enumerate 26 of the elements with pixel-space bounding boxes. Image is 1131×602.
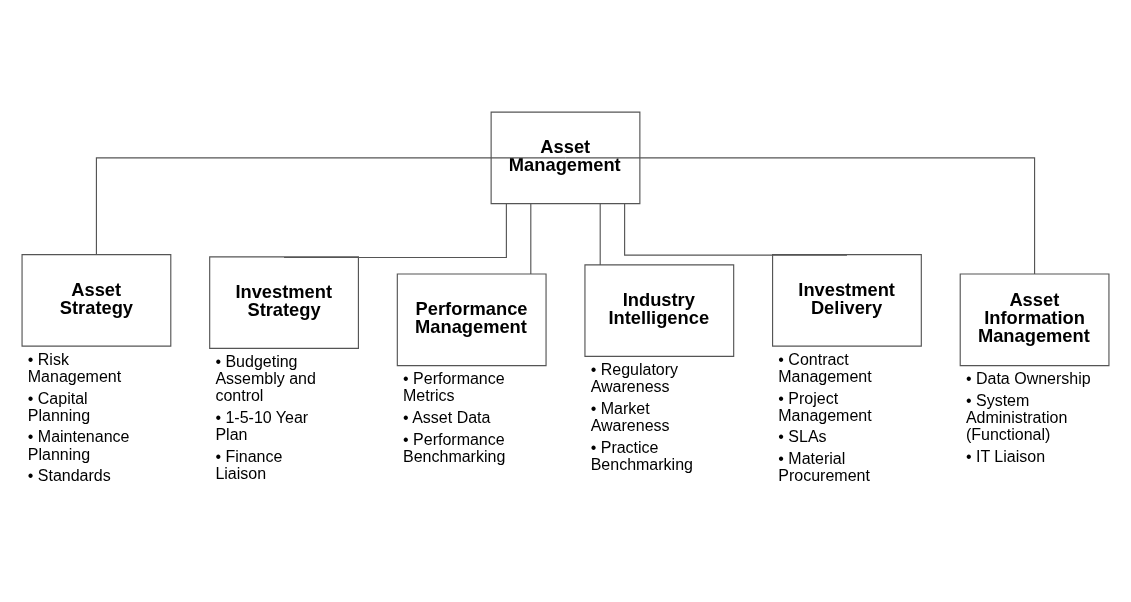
node-label: • Practice Benchmarking — [590, 438, 693, 473]
connector — [95, 156, 567, 255]
node-label: • Market Awareness — [590, 399, 670, 434]
node-label: • Project Management — [778, 389, 872, 424]
node-label: • Performance Benchmarking — [403, 430, 506, 465]
node-label: • Regulatory Awareness — [590, 360, 679, 395]
node-label: • Finance Liaison — [215, 447, 283, 482]
node-label: • Asset Data — [403, 408, 491, 426]
connector — [624, 202, 848, 256]
node-label: • Performance Metrics — [403, 369, 505, 404]
connector — [599, 202, 601, 265]
node-label: • Risk Management — [27, 350, 122, 385]
node-label: • 1-5-10 Year Plan — [215, 408, 309, 443]
node-label: • Data Ownership — [965, 369, 1091, 387]
node-label: • Contract Management — [778, 350, 872, 385]
node-label: • Standards — [27, 466, 111, 484]
connector — [283, 202, 507, 258]
node-label: • Capital Planning — [27, 389, 91, 424]
connector — [530, 202, 532, 275]
node-label: • SLAs — [778, 427, 827, 445]
connector — [564, 156, 1036, 275]
node-label: • Budgeting Assembly and control — [215, 352, 316, 404]
node-label: • Maintenance Planning — [27, 427, 130, 463]
node-label: • IT Liaison — [965, 447, 1046, 465]
node-label: • System Administration (Functional) — [965, 391, 1068, 443]
node-label: • Material Procurement — [778, 449, 870, 484]
